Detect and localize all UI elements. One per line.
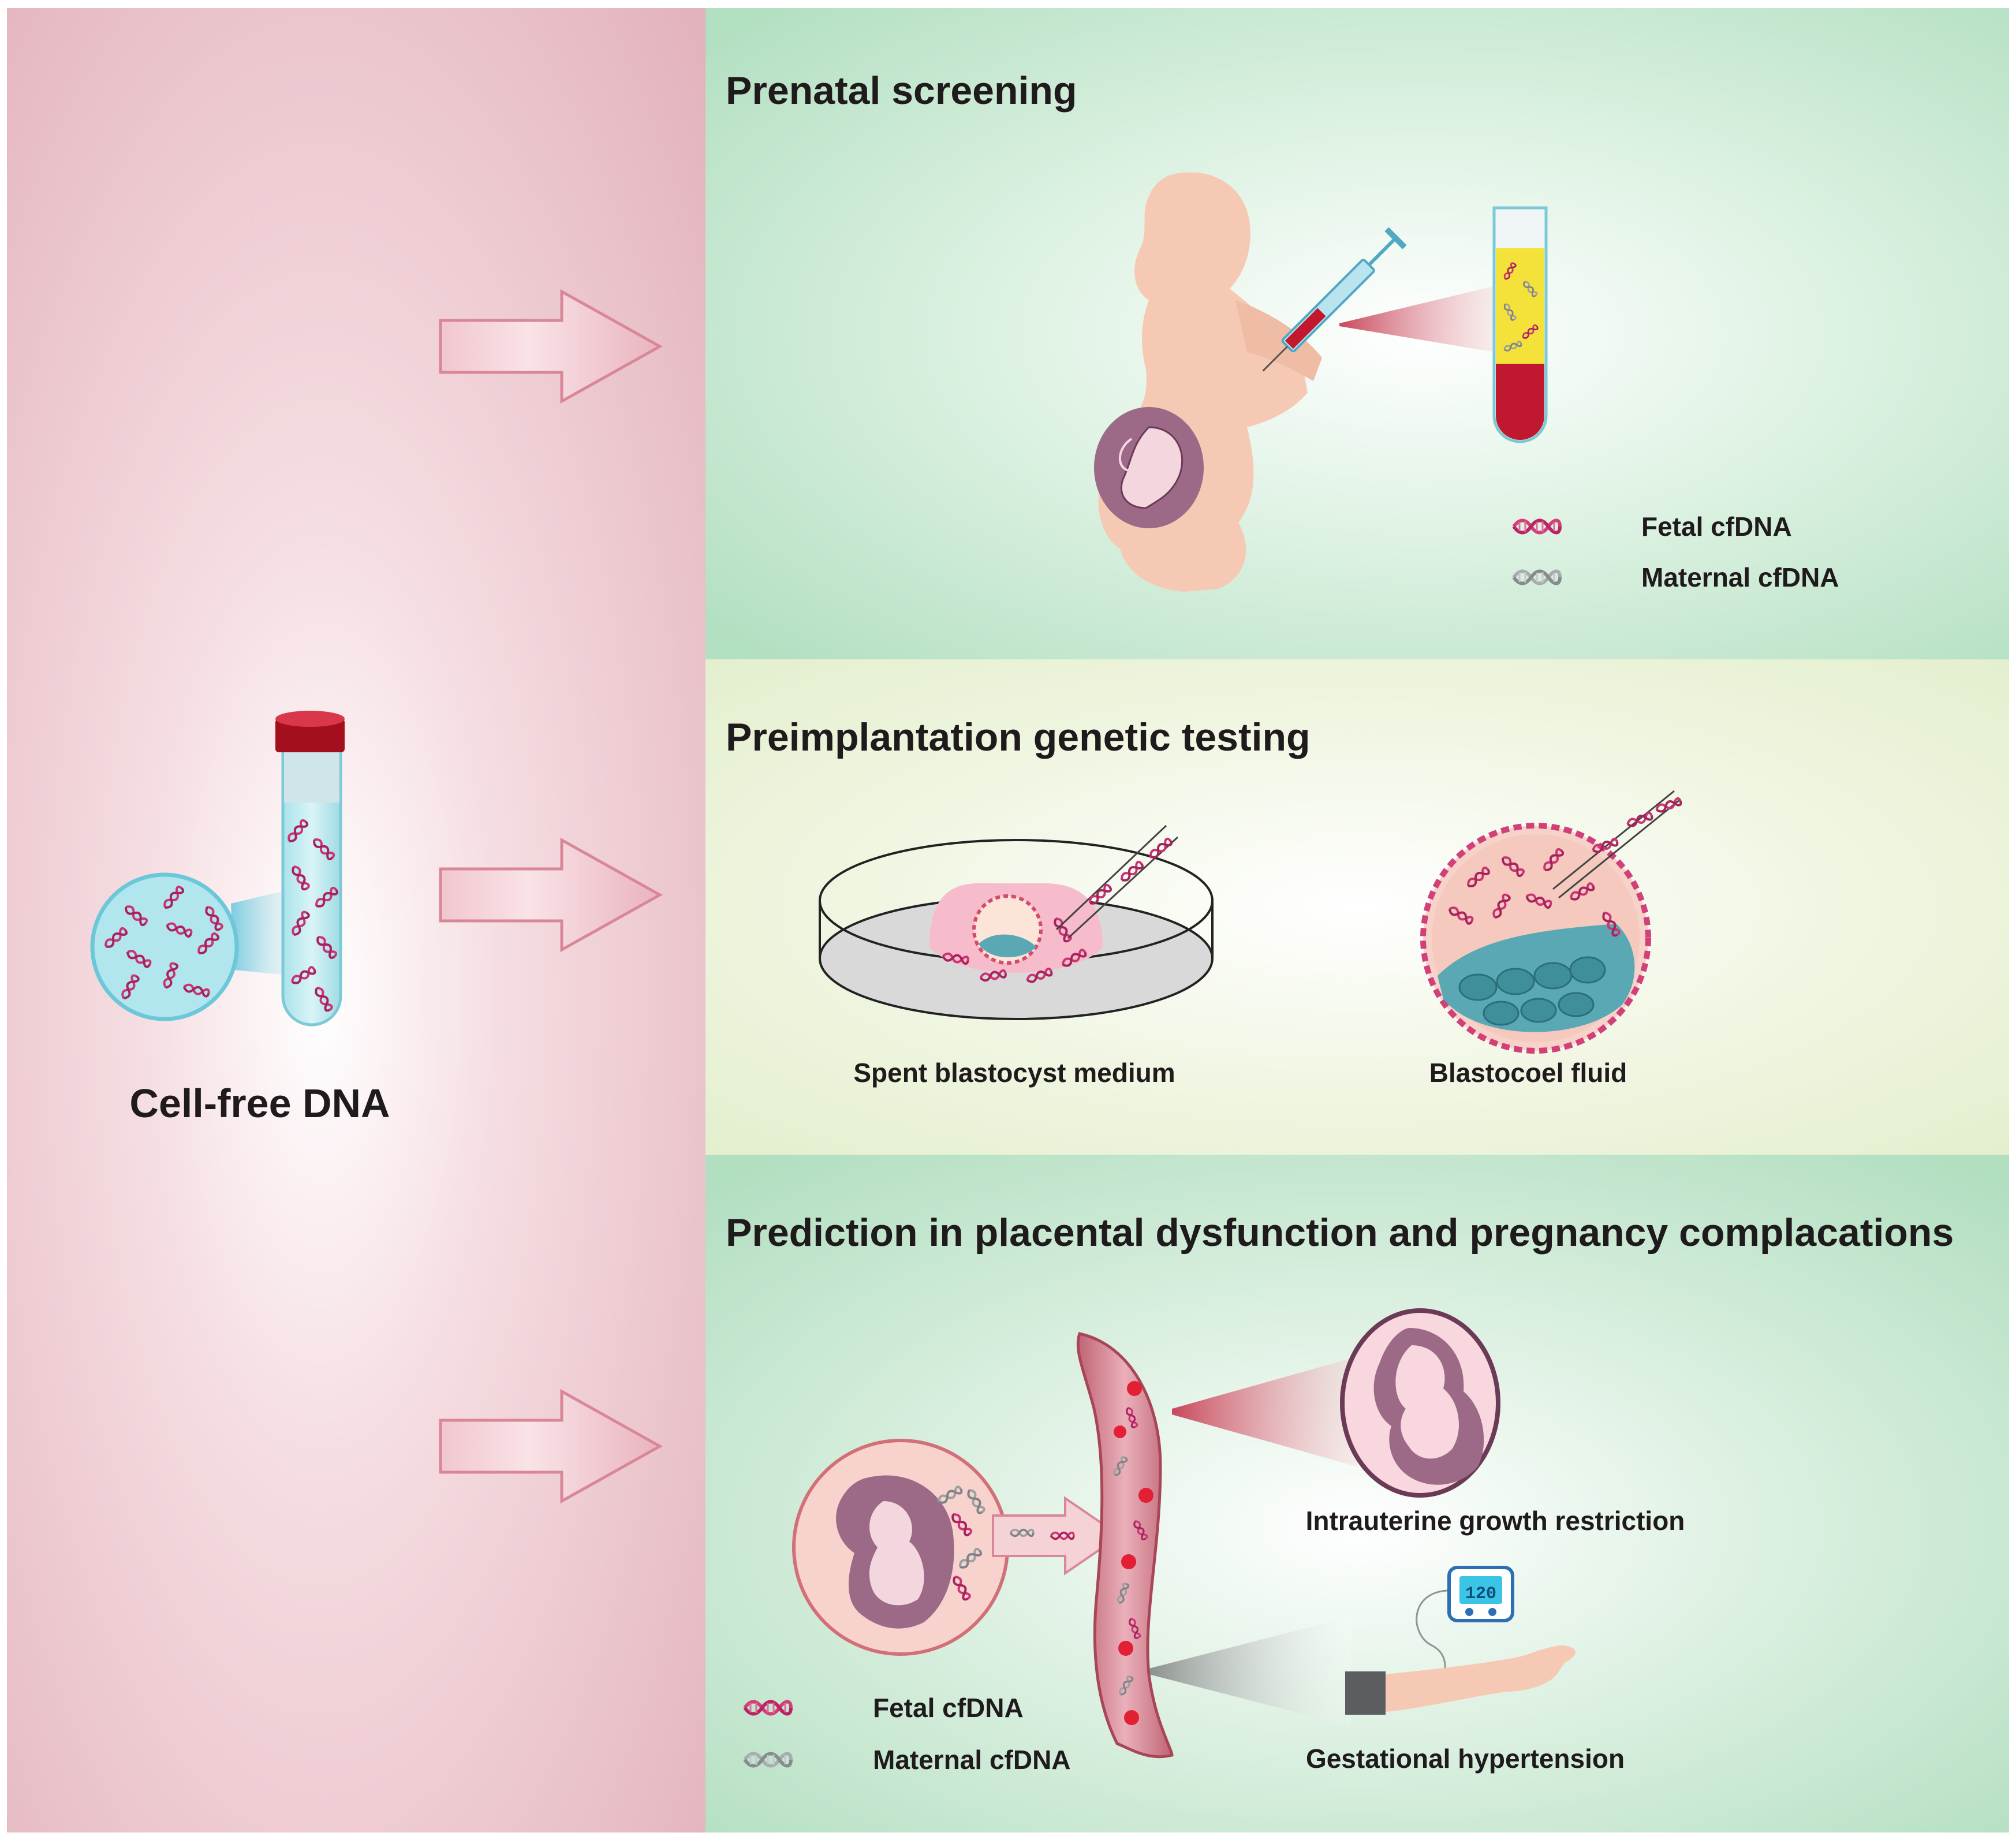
petri-dish-icon	[819, 824, 1214, 1020]
panel-prenatal-screening: Prenatal screening	[705, 8, 2009, 659]
legend-fetal: Fetal cfDNA	[1641, 512, 1792, 542]
caption-spent-medium: Spent blastocyst medium	[853, 1058, 1175, 1088]
panel-title: Preimplantation genetic testing	[726, 715, 1311, 759]
caption-iugr: Intrauterine growth restriction	[1306, 1506, 1685, 1536]
panel-title: Prenatal screening	[726, 69, 1077, 113]
legend-maternal: Maternal cfDNA	[1641, 562, 1839, 592]
transfer-arrow	[992, 1496, 1122, 1576]
arm-icon	[1345, 1645, 1576, 1715]
legend: Fetal cfDNA Maternal cfDNA	[1514, 512, 1839, 592]
panel-preimplantation-testing: Preimplantation genetic testing Spent bl…	[705, 659, 2009, 1155]
pregnant-woman-icon	[1094, 172, 1322, 592]
legend-fetal: Fetal cfDNA	[873, 1693, 1024, 1723]
legend-maternal: Maternal cfDNA	[873, 1745, 1071, 1775]
caption-blastocoel-fluid: Blastocoel fluid	[1429, 1058, 1627, 1088]
blood-pressure-monitor-icon: 120	[1416, 1566, 1514, 1699]
panel-prediction: Prediction in placental dysfunction and …	[705, 1155, 2009, 1832]
fetus-icon	[792, 1439, 1009, 1656]
blood-vessel-icon	[1076, 1332, 1174, 1759]
legend: Fetal cfDNA Maternal cfDNA	[745, 1693, 1071, 1775]
caption-hypertension: Gestational hypertension	[1306, 1744, 1625, 1774]
panel-title: Prediction in placental dysfunction and …	[726, 1211, 1954, 1255]
blood-tube-icon	[1492, 206, 1548, 443]
monitor-display: 120	[1465, 1584, 1496, 1604]
syringe-icon	[1262, 227, 1407, 372]
test-tube-icon	[90, 711, 345, 1027]
iugr-fetus-icon	[1340, 1308, 1500, 1498]
blastocyst-icon	[1420, 790, 1683, 1054]
left-panel-label: Cell-free DNA	[129, 1081, 390, 1126]
